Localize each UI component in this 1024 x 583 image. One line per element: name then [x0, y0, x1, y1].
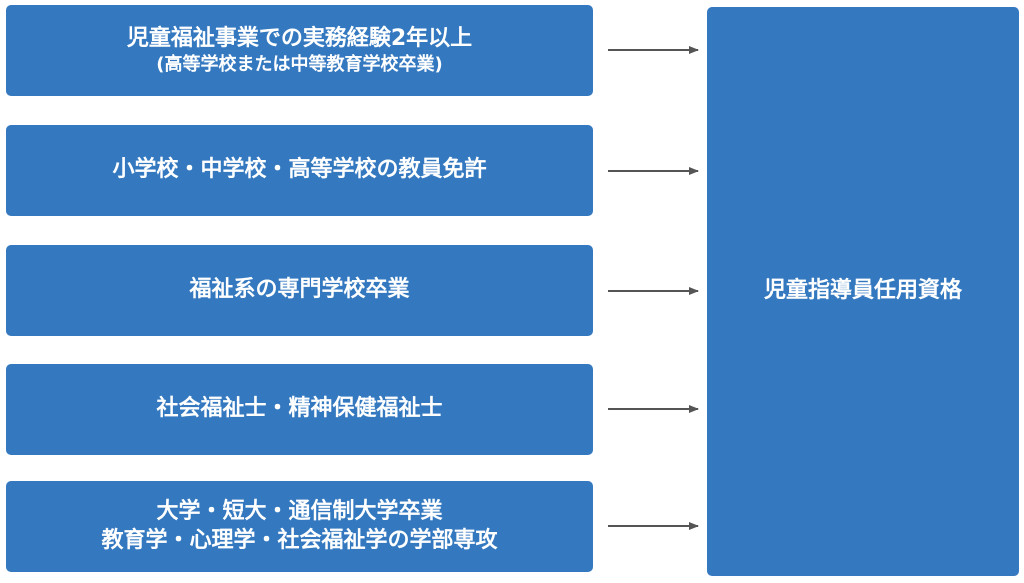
result-text: 児童指導員任用資格	[763, 278, 962, 304]
requirement-text: 小学校・中学校・高等学校の教員免許	[112, 157, 487, 183]
result-box-qualification: 児童指導員任用資格	[707, 7, 1019, 576]
requirement-text: 福祉系の専門学校卒業	[189, 277, 410, 303]
requirement-text: 児童福祉事業での実務経験2年以上	[126, 25, 473, 51]
requirement-box-teaching-license: 小学校・中学校・高等学校の教員免許	[6, 125, 593, 216]
requirement-box-social-worker: 社会福祉士・精神保健福祉士	[6, 364, 593, 455]
requirement-subtext: (高等学校または中等教育学校卒業)	[156, 54, 443, 76]
requirement-box-university: 大学・短大・通信制大学卒業 教育学・心理学・社会福祉学の学部専攻	[6, 481, 593, 572]
requirement-text-second-line: 教育学・心理学・社会福祉学の学部専攻	[101, 527, 498, 553]
requirement-text: 大学・短大・通信制大学卒業	[156, 498, 443, 524]
requirement-box-work-experience: 児童福祉事業での実務経験2年以上 (高等学校または中等教育学校卒業)	[6, 5, 593, 96]
requirement-box-vocational-school: 福祉系の専門学校卒業	[6, 245, 593, 336]
requirement-text: 社会福祉士・精神保健福祉士	[156, 396, 443, 422]
